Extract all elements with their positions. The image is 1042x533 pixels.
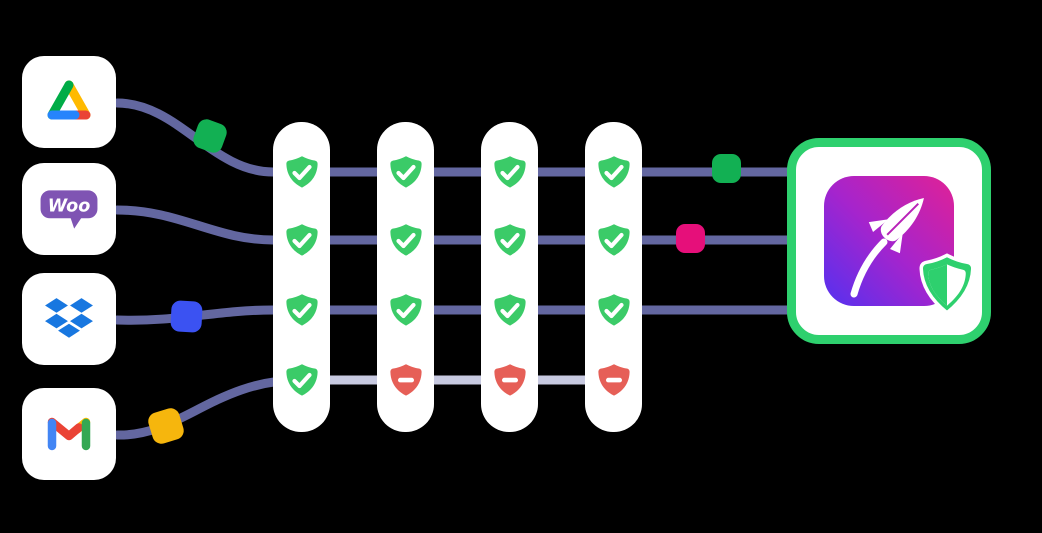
half-shield-badge-icon xyxy=(919,253,975,315)
shield-pass-icon xyxy=(284,292,320,328)
shield-pass-icon xyxy=(388,292,424,328)
shield-pass-icon xyxy=(492,292,528,328)
shield-pass-icon xyxy=(388,222,424,258)
source-card-dropbox xyxy=(22,273,116,365)
shield-blocked-icon xyxy=(388,362,424,398)
shield-pass-icon xyxy=(284,154,320,190)
source-card-woocommerce: Woo xyxy=(22,163,116,255)
shield-pass-icon xyxy=(492,154,528,190)
shield-pass-icon xyxy=(596,222,632,258)
source-card-gmail xyxy=(22,388,116,480)
packet-inbound-pink-marker xyxy=(675,223,705,253)
woo-label: Woo xyxy=(48,197,91,217)
woocommerce-icon: Woo xyxy=(40,190,98,229)
shield-pass-icon xyxy=(284,362,320,398)
packet-inbound-green-marker xyxy=(711,153,741,183)
google-drive-icon xyxy=(47,80,91,120)
shield-pass-icon xyxy=(492,222,528,258)
rocket-icon xyxy=(850,198,924,298)
dropbox-icon xyxy=(45,298,93,338)
gmail-icon xyxy=(47,417,91,451)
shield-pass-icon xyxy=(596,292,632,328)
shield-pass-icon xyxy=(388,154,424,190)
source-card-google-drive xyxy=(22,56,116,148)
shield-pass-icon xyxy=(596,154,632,190)
shield-pass-icon xyxy=(284,222,320,258)
connection-line-dropbox xyxy=(112,305,793,325)
packet-dropbox-blue-marker xyxy=(169,299,203,333)
connection-line-woocommerce xyxy=(112,205,793,245)
shield-blocked-icon xyxy=(596,362,632,398)
connection-line-gmail-active xyxy=(112,375,305,440)
shield-blocked-icon xyxy=(492,362,528,398)
